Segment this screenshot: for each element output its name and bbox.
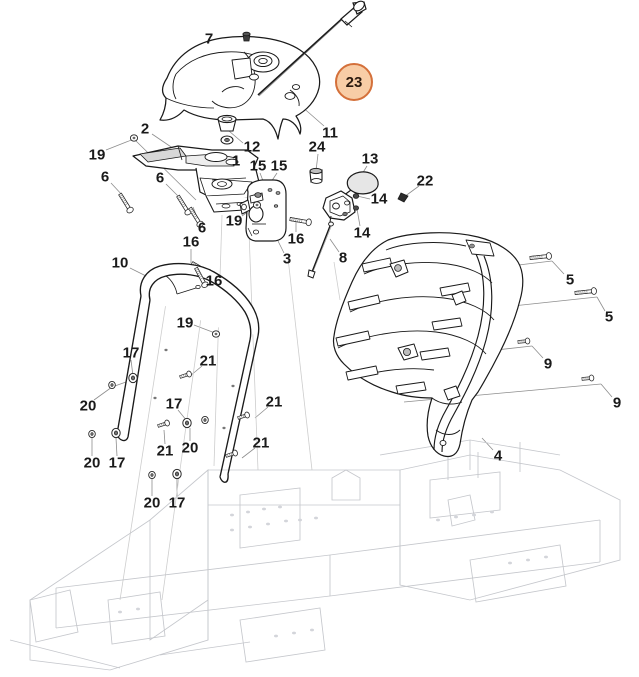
callout-15-b[interactable]: 15	[270, 157, 288, 175]
callout-22[interactable]: 22	[416, 172, 434, 190]
callout-5-a[interactable]: 5	[565, 271, 575, 289]
callout-11[interactable]: 11	[322, 124, 338, 142]
callout-10[interactable]: 10	[111, 254, 129, 272]
tank-grommet-part	[242, 31, 251, 42]
ghost-chassis	[9, 439, 621, 671]
callout-21-c[interactable]: 21	[156, 442, 174, 460]
callout-14-b[interactable]: 14	[353, 224, 371, 242]
callout-17-b[interactable]: 17	[165, 395, 183, 413]
callout-7[interactable]: 7	[204, 30, 214, 48]
handlebar-part	[116, 262, 260, 483]
fuel-tank-part	[159, 35, 321, 140]
callout-9-b[interactable]: 9	[612, 394, 622, 412]
callout-16-a[interactable]: 16	[287, 230, 305, 248]
callout-16-b[interactable]: 16	[182, 233, 200, 251]
callout-16-c[interactable]: 16	[205, 272, 223, 290]
callout-17-c[interactable]: 17	[108, 454, 126, 472]
callout-6-c[interactable]: 6	[197, 219, 207, 237]
callout-24[interactable]: 24	[308, 138, 326, 156]
callout-5-b[interactable]: 5	[604, 308, 614, 326]
callout-8[interactable]: 8	[338, 249, 348, 267]
callout-20-c[interactable]: 20	[83, 454, 101, 472]
grille-cover-part	[332, 232, 524, 458]
callout-4[interactable]: 4	[493, 447, 503, 465]
callout-20-a[interactable]: 20	[79, 397, 97, 415]
clip-part	[397, 192, 409, 203]
pin-part	[352, 193, 360, 211]
callout-14-a[interactable]: 14	[370, 190, 388, 208]
callout-21-a[interactable]: 21	[199, 352, 217, 370]
dipstick-part	[257, 0, 367, 97]
highlight-circle-23[interactable]: 23	[335, 63, 373, 101]
callout-21-d[interactable]: 21	[252, 434, 270, 452]
grille-screws	[517, 251, 598, 383]
callout-13[interactable]: 13	[361, 150, 379, 168]
callout-6-a[interactable]: 6	[100, 168, 110, 186]
callout-20-b[interactable]: 20	[181, 439, 199, 457]
callout-21-b[interactable]: 21	[265, 393, 283, 411]
callout-17-d[interactable]: 17	[168, 494, 186, 512]
callout-19-b[interactable]: 19	[225, 212, 243, 230]
support-bracket-part	[132, 145, 261, 213]
callout-2[interactable]: 2	[140, 120, 150, 138]
cable-grommet-part	[309, 167, 323, 184]
callout-9-a[interactable]: 9	[543, 355, 553, 373]
callout-17-a[interactable]: 17	[122, 344, 140, 362]
control-rod-part	[307, 225, 332, 279]
callout-15-a[interactable]: 15	[249, 157, 267, 175]
side-plate-part	[239, 179, 287, 242]
callout-1[interactable]: 1	[231, 152, 241, 170]
callout-3[interactable]: 3	[282, 250, 292, 268]
callout-19-a[interactable]: 19	[88, 146, 106, 164]
callout-12[interactable]: 12	[243, 138, 261, 156]
callout-19-c[interactable]: 19	[176, 314, 194, 332]
callout-6-b[interactable]: 6	[155, 169, 165, 187]
callout-20-d[interactable]: 20	[143, 494, 161, 512]
drain-plug-part	[217, 114, 237, 145]
highlight-label-23: 23	[345, 73, 363, 91]
